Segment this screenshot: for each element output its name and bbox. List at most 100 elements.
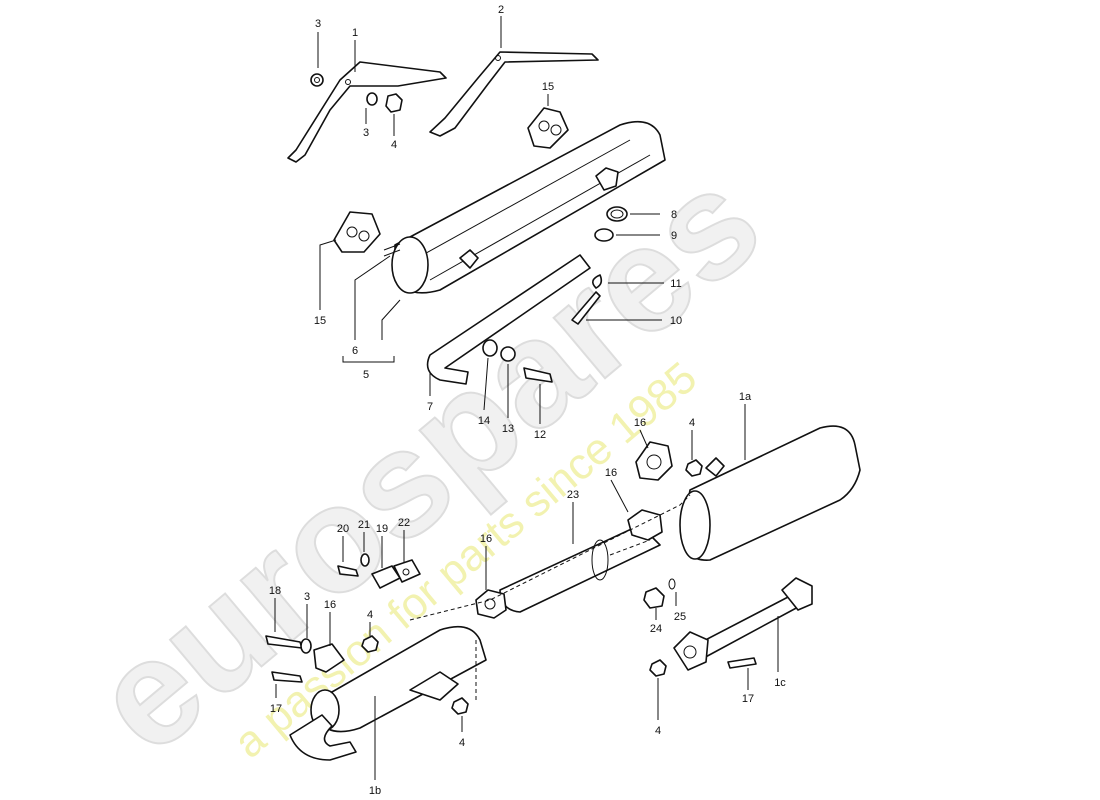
callout-18: 18	[269, 585, 281, 597]
leader-6	[354, 255, 391, 340]
callout-11: 11	[670, 278, 681, 290]
leader-16b	[610, 479, 629, 513]
callout-22: 22	[398, 517, 410, 529]
heat-exchanger-ridge	[409, 139, 631, 263]
gasket-15-left-port1	[346, 226, 358, 238]
callout-9: 9	[671, 230, 677, 242]
flange-16-mid	[627, 509, 663, 541]
bolt-20	[337, 565, 359, 577]
callout-4-upper: 4	[689, 417, 695, 429]
ring-8	[606, 206, 628, 222]
clip-11	[592, 274, 603, 289]
washer-3-lower	[300, 638, 312, 654]
pipe-1c-flange-left-port	[683, 645, 697, 659]
callout-17-right: 17	[742, 693, 754, 705]
callout-16-b: 16	[605, 467, 617, 479]
callout-15-left: 15	[314, 315, 326, 327]
gasket-22	[393, 559, 421, 583]
leader-14	[483, 357, 489, 411]
heat-exchanger-end	[391, 236, 429, 294]
assembly-line-3	[609, 539, 651, 556]
center-pipe-23-ring	[591, 539, 609, 581]
bolt-10	[571, 291, 601, 325]
callout-3-mid: 3	[363, 127, 369, 139]
bracket-1	[287, 61, 447, 163]
callout-8: 8	[671, 209, 677, 221]
ring-25	[668, 578, 676, 590]
bolt-17-right	[727, 657, 757, 669]
washer-3-top-hole	[314, 77, 320, 83]
nut-4-upper	[685, 459, 703, 477]
pipe-1c-flange-right	[781, 577, 813, 611]
washer-3-mid	[366, 92, 378, 106]
washer-21	[360, 553, 370, 567]
callout-16-c: 16	[480, 533, 492, 545]
callout-13: 13	[502, 423, 514, 435]
tailpipe-1b	[289, 714, 357, 761]
washer-13	[500, 346, 516, 362]
leader-16a	[639, 429, 649, 449]
callout-25: 25	[674, 611, 686, 623]
nut-4-bottom-right	[649, 659, 667, 677]
callout-7: 7	[427, 401, 433, 413]
callout-20: 20	[337, 523, 349, 535]
bolt-12	[523, 367, 553, 383]
ring-8-inner	[610, 209, 624, 219]
callout-4-bottom-right: 4	[655, 725, 661, 737]
callout-1a: 1a	[739, 391, 752, 403]
gasket-15-top	[527, 107, 569, 149]
bolt-17-left	[271, 671, 303, 683]
callout-1: 1	[352, 27, 358, 39]
callout-10: 10	[670, 315, 682, 327]
callout-1c: 1c	[774, 677, 786, 689]
nut-24	[643, 587, 665, 609]
gasket-16-a-port	[646, 454, 662, 470]
leader-5-bracket	[342, 356, 395, 363]
callout-6: 6	[352, 345, 358, 357]
muffler-1b-bracket	[409, 671, 459, 701]
gasket-15-top-port1	[538, 120, 550, 132]
muffler-1a-end	[679, 490, 711, 560]
nut-4-bottom-left	[451, 697, 469, 715]
callout-3-lower: 3	[304, 591, 310, 603]
callout-1b: 1b	[369, 785, 381, 797]
washer-14	[482, 339, 498, 357]
callout-12: 12	[534, 429, 546, 441]
flange-16-low-port	[484, 598, 496, 610]
nut-4-lower	[361, 635, 379, 653]
callout-17-left: 17	[270, 703, 282, 715]
leader-5a	[381, 299, 401, 340]
flange-16-low	[475, 589, 507, 619]
gasket-16-lower	[313, 643, 345, 673]
assembly-line-2	[409, 494, 691, 621]
callout-16-d: 16	[324, 599, 336, 611]
heat-exchanger-flange	[595, 167, 619, 191]
muffler-1a-bracket	[705, 457, 725, 477]
callout-2: 2	[498, 4, 504, 16]
callout-5: 5	[363, 369, 369, 381]
pipe-7	[426, 254, 591, 385]
pipe-1c-flange-left	[673, 631, 709, 671]
callout-4-top: 4	[391, 139, 397, 151]
bracket-2-hole	[495, 55, 501, 61]
gasket-15-top-port2	[550, 124, 562, 136]
washer-3-top	[310, 73, 324, 87]
callout-16-a: 16	[634, 417, 646, 429]
heat-exchanger-clamp	[459, 249, 479, 269]
bracket-1-hole	[345, 79, 351, 85]
callout-4-lower: 4	[367, 609, 373, 621]
callout-4-bottom-left: 4	[459, 737, 465, 749]
gasket-16-a	[635, 441, 673, 481]
ring-9	[594, 228, 614, 242]
gasket-15-left-port2	[358, 230, 370, 242]
stud-6	[383, 243, 401, 257]
callout-24: 24	[650, 623, 662, 635]
callout-15-top: 15	[542, 81, 554, 93]
nut-4-top	[385, 93, 403, 113]
leader-15b	[319, 239, 337, 310]
bracket-2	[429, 51, 599, 137]
callout-23: 23	[567, 489, 579, 501]
gasket-22-hole	[402, 568, 410, 576]
callout-14: 14	[478, 415, 490, 427]
